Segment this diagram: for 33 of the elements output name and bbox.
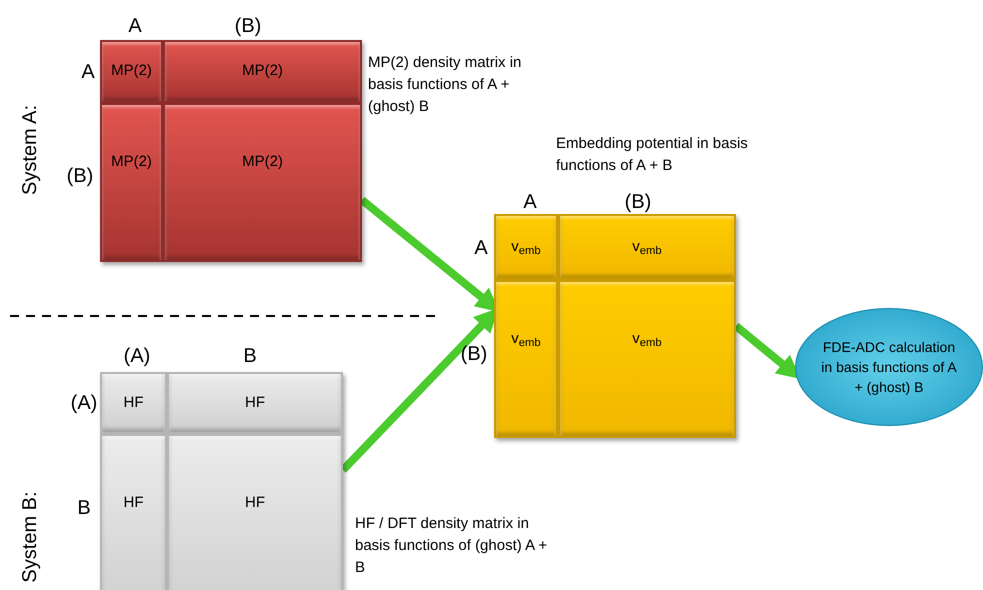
- system-label: System A:: [20, 104, 40, 196]
- description-text: HF / DFT density matrix in basis functions of (ghost) A + B: [355, 514, 548, 578]
- matrix-cell: HF: [167, 372, 343, 434]
- axis-label: (A): [124, 346, 150, 366]
- axis-label: A: [81, 62, 95, 82]
- axis-label: (B): [66, 166, 94, 186]
- result-ellipse: FDE-ADC calculation in basis functions of A + (ghost) B: [795, 308, 983, 426]
- axis-label: A: [474, 238, 488, 258]
- matrix: [494, 214, 736, 438]
- axis-label: (B): [624, 192, 652, 212]
- description-text: Embedding potential in basis functions of A + B: [556, 134, 749, 176]
- matrix-cell: HF: [100, 434, 167, 590]
- matrix-cell: v$_{emb}$: [494, 214, 558, 280]
- axis-label: B: [77, 498, 91, 518]
- matrix-cell: HF: [100, 372, 167, 434]
- system-label: System B:: [20, 491, 40, 583]
- matrix-cell: v$_{emb}$: [494, 280, 558, 438]
- matrix-cell: MP(2): [163, 40, 362, 103]
- matrix: [100, 40, 362, 262]
- axis-label: B: [243, 346, 257, 366]
- matrix-cell: v$_{emb}$: [558, 214, 736, 280]
- matrix-cell: MP(2): [100, 103, 163, 262]
- matrix-cell: MP(2): [163, 103, 362, 262]
- axis-label: A: [523, 192, 537, 212]
- axis-label: (A): [70, 393, 98, 413]
- description-text: MP(2) density matrix in basis functions of A + (ghost) B: [368, 53, 522, 117]
- matrix-cell: v$_{emb}$: [558, 280, 736, 438]
- matrix-cell: MP(2): [100, 40, 163, 103]
- matrix: [100, 372, 343, 590]
- matrix-cell: HF: [167, 434, 343, 590]
- axis-label: (B): [234, 16, 262, 36]
- axis-label: (B): [460, 344, 488, 364]
- axis-label: A: [128, 16, 142, 36]
